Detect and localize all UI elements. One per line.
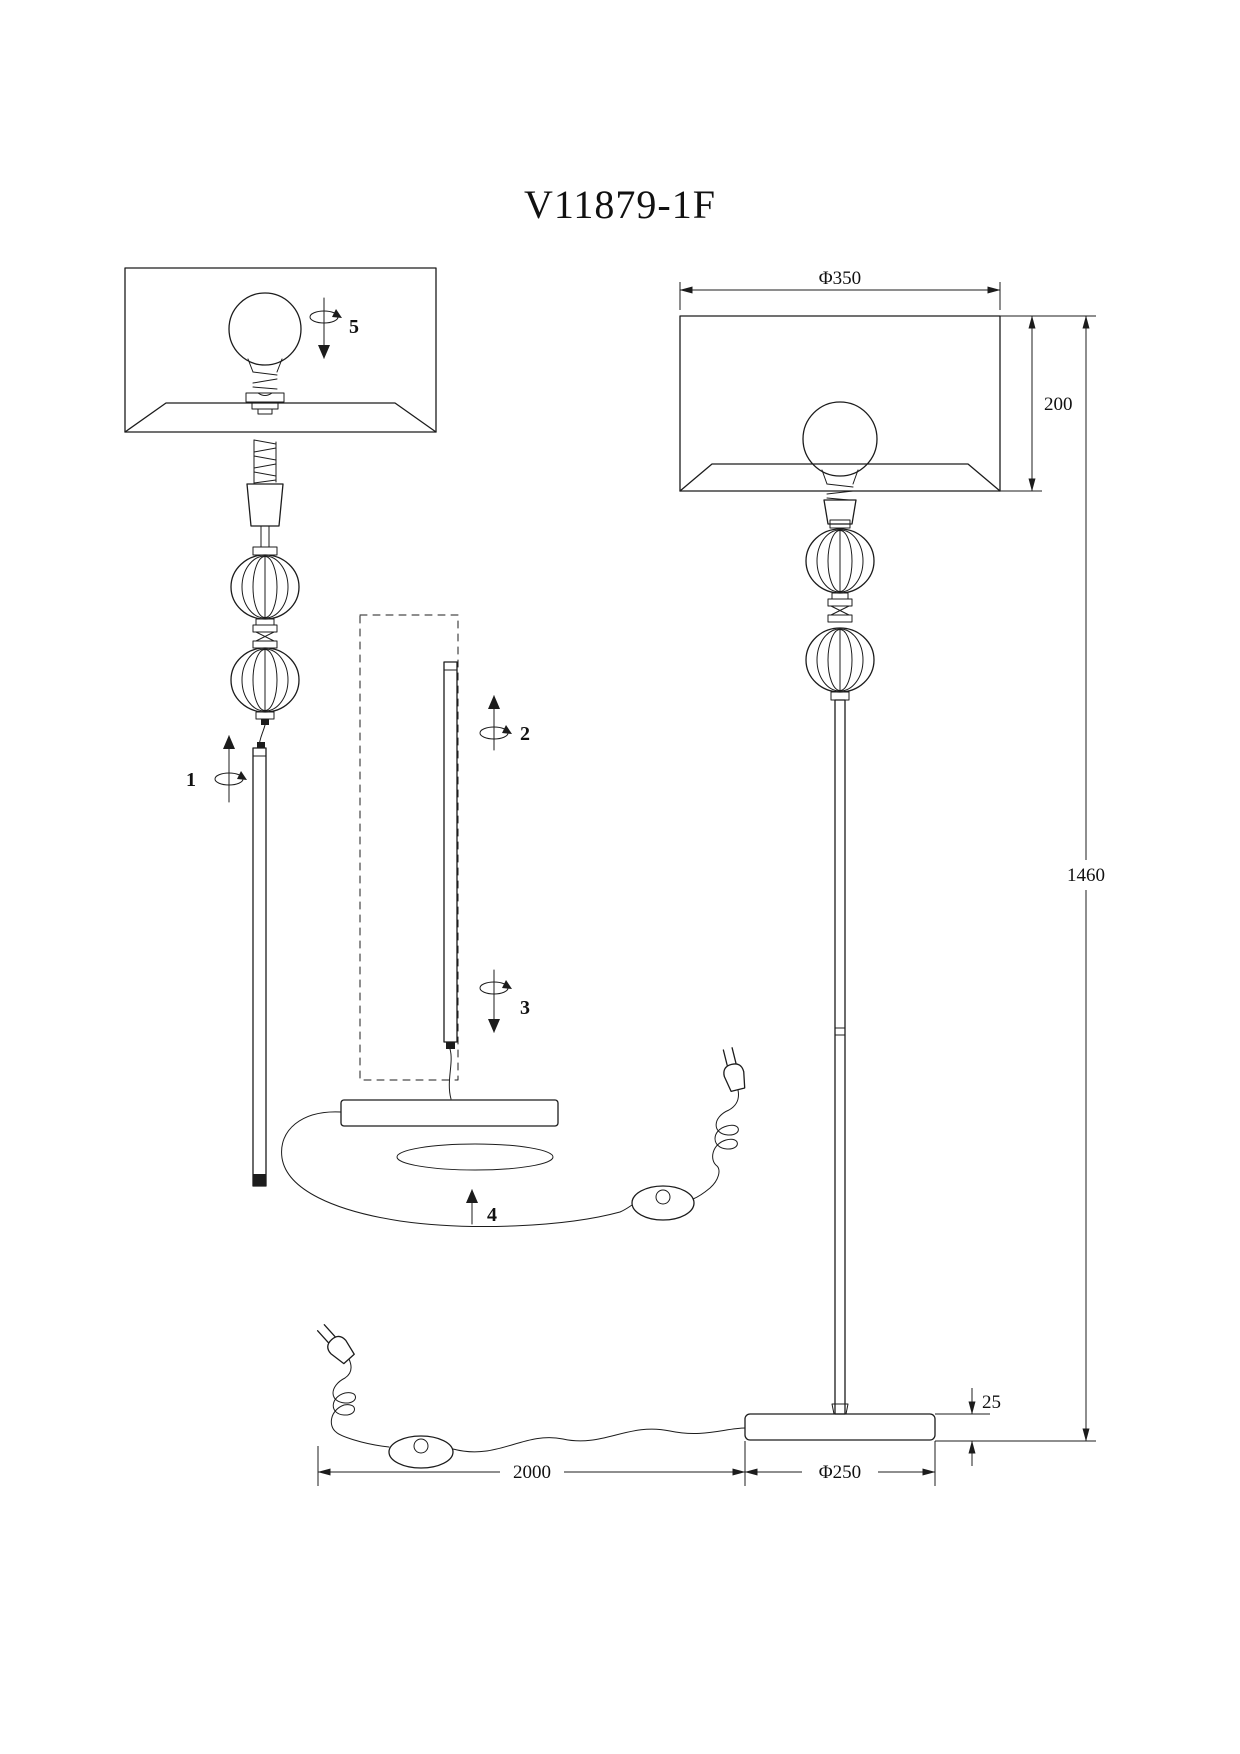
rotate-icon — [479, 979, 513, 995]
shade-outline — [679, 315, 1001, 492]
rotate-icon — [214, 770, 248, 786]
dim-label-cord-length: 2000 — [513, 1462, 551, 1483]
step-2-label: 2 — [520, 723, 530, 745]
bulb-screw-base — [826, 483, 854, 501]
assembled-view — [316, 315, 1001, 1469]
glass-balls-exploded — [230, 546, 300, 749]
dim-label-base-thickness: 25 — [982, 1392, 1001, 1413]
base-plate-outline — [340, 1099, 559, 1127]
pole-section — [252, 747, 267, 1187]
step-2-indicator: 2 — [479, 695, 530, 751]
pole-section — [443, 661, 458, 1043]
base-assembled — [744, 1413, 936, 1441]
step-4-indicator: 4 — [466, 1189, 497, 1226]
felt-pad — [396, 1143, 554, 1171]
bulb-assembled — [802, 401, 878, 525]
ball-connector — [252, 624, 278, 649]
bulb-exploded — [228, 292, 302, 396]
shade-rim — [124, 402, 437, 433]
bulb-glass — [802, 401, 878, 477]
rotate-icon — [479, 724, 513, 740]
plug-icon — [316, 1324, 355, 1365]
dim-label-shade-diameter: Φ350 — [819, 268, 861, 289]
plug-icon — [722, 1047, 746, 1092]
cord-loop — [281, 1111, 633, 1227]
lampshade-assembled — [679, 315, 1001, 492]
dim-cord-length: 2000 — [317, 1446, 746, 1486]
foot-switch-icon — [631, 1185, 695, 1221]
step-1-indicator: 1 — [186, 735, 248, 803]
exploded-view: 5 — [124, 267, 746, 1227]
lampshade-exploded — [124, 267, 437, 433]
rotate-icon — [309, 308, 343, 324]
felt-pad-ellipse — [396, 1143, 554, 1171]
cord-to-base — [452, 1427, 746, 1453]
dim-shade-diameter: Φ350 — [679, 268, 1001, 310]
shade-outline — [124, 267, 437, 433]
bulb-screw-base — [252, 371, 278, 396]
dim-label-overall-height: 1460 — [1067, 865, 1105, 886]
dim-overall-height: 1460 — [935, 315, 1116, 1442]
step-3-label: 3 — [520, 997, 530, 1019]
pole-joint — [834, 1027, 846, 1036]
stem-upper-exploded — [252, 742, 267, 1187]
cord-coil-icon — [692, 1089, 739, 1200]
pole-thread-stud — [253, 1174, 266, 1186]
ball-connector — [827, 598, 853, 623]
cord-coil-icon — [330, 1358, 390, 1448]
shade-rim — [679, 463, 1001, 492]
dim-shade-height: 200 — [1000, 315, 1073, 492]
pole-assembled — [831, 699, 849, 1415]
socket-exploded — [246, 439, 284, 548]
foot-switch-icon — [388, 1435, 454, 1469]
assembly-guide-box — [359, 614, 459, 1081]
step-3-indicator: 3 — [479, 969, 530, 1033]
dimensions: Φ350 200 1460 25 Φ250 — [317, 268, 1116, 1486]
step-1-label: 1 — [186, 769, 196, 791]
socket-cup — [246, 483, 284, 527]
dim-base-thickness: 25 — [935, 1388, 1001, 1466]
socket-cup — [823, 499, 857, 525]
dim-label-shade-height: 200 — [1044, 394, 1073, 415]
pole — [834, 699, 846, 1415]
shade-ring — [245, 392, 285, 403]
cord-segment — [448, 1048, 452, 1100]
glass-balls-assembled — [805, 519, 875, 701]
base-plate-exploded — [340, 1099, 559, 1127]
power-cord-assembled — [316, 1324, 746, 1469]
base-outline — [744, 1413, 936, 1441]
power-cord-exploded — [281, 1047, 746, 1227]
bulb-glass — [228, 292, 302, 366]
dim-base-diameter: Φ250 — [744, 1441, 936, 1486]
stem-lower-exploded — [443, 661, 458, 1100]
step-5-label: 5 — [349, 316, 359, 338]
threaded-nipple — [253, 439, 277, 484]
step-5-indicator: 5 — [309, 297, 359, 359]
dim-label-base-diameter: Φ250 — [819, 1462, 861, 1483]
page-title: V11879-1F — [524, 182, 716, 227]
step-4-label: 4 — [487, 1204, 497, 1226]
